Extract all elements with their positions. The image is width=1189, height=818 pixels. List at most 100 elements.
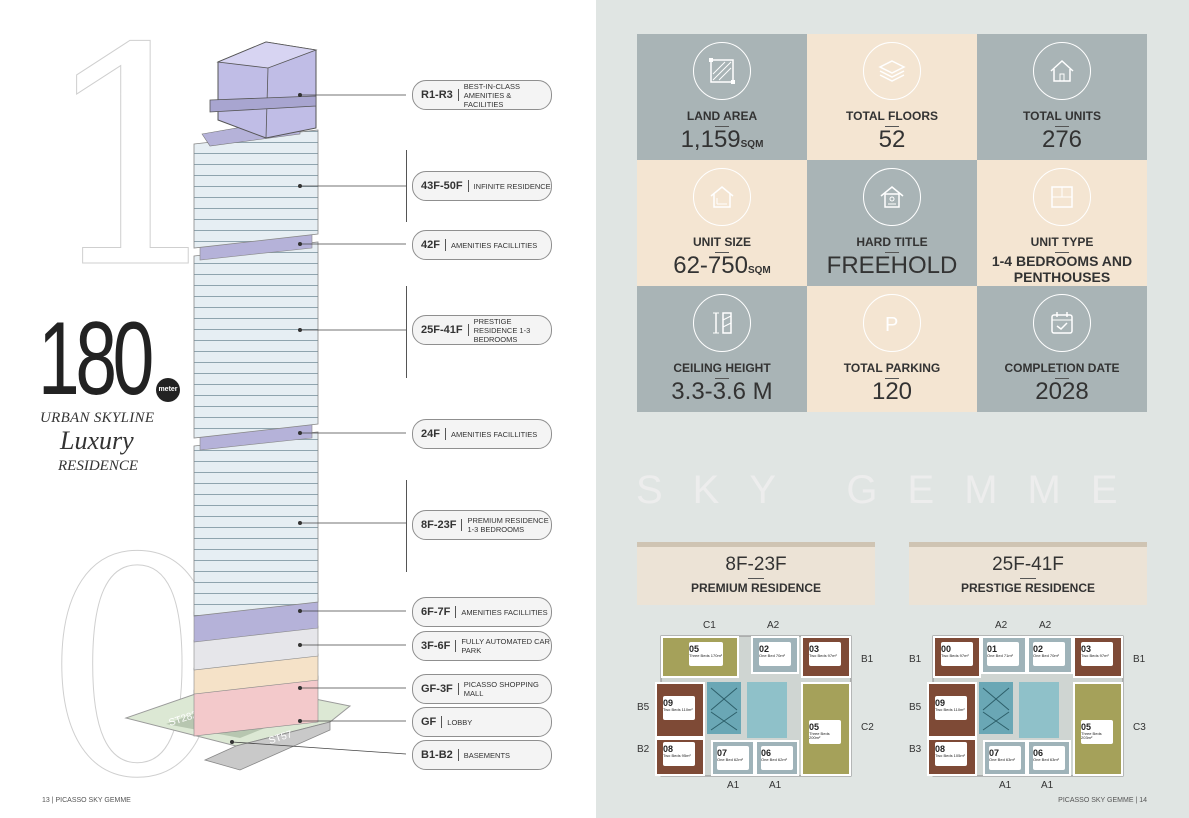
calendar-icon xyxy=(1033,294,1091,352)
floor-label-b1-b2: B1-B2 BASEMENTS xyxy=(412,740,552,770)
unit-number: 05 xyxy=(1081,722,1092,732)
unit-card: 08 Two Beds 95m² xyxy=(663,742,695,766)
unit-tag-c2: C2 xyxy=(861,722,874,733)
project-stats-grid: LAND AREA 1,159SQM TOTAL FLOORS 52 TOTAL… xyxy=(637,34,1147,412)
stat-label: CEILING HEIGHT xyxy=(673,361,771,375)
stat-value: 3.3-3.6 M xyxy=(671,378,773,405)
unit-tag-a2: A2 xyxy=(1039,620,1052,631)
floor-label-r1-r3: R1-R3 BEST-IN-CLASS AMENITIES & FACILITI… xyxy=(412,80,552,110)
stat-total-units: TOTAL UNITS 276 xyxy=(977,34,1147,160)
stat-value: 52 xyxy=(878,126,906,153)
unit-number: 02 xyxy=(1033,644,1044,654)
floor-desc: PREMIUM RESIDENCE 1-3 BEDROOMS xyxy=(467,516,549,534)
stat-value: 120 xyxy=(871,378,913,405)
stat-label: TOTAL FLOORS xyxy=(846,109,938,123)
unit-tag-b5: B5 xyxy=(637,702,650,713)
unit-number: 09 xyxy=(935,698,946,708)
unit-tag-b5: B5 xyxy=(909,702,922,713)
floor-desc: AMENITIES FACILLITIES xyxy=(450,429,538,439)
unit-number: 07 xyxy=(989,748,1000,758)
floor-label-gf-3f: GF-3F PICASSO SHOPPING MALL xyxy=(412,674,552,704)
unit-card: 05 Three Beds 200m² xyxy=(809,720,841,744)
unit-tag-a1: A1 xyxy=(727,780,740,791)
floor-desc: PICASSO SHOPPING MALL xyxy=(463,680,539,698)
unit-desc: One Bed 62m² xyxy=(761,757,788,762)
unit-size-icon xyxy=(693,168,751,226)
left-page: 1 0 180 meter URBAN SKYLINE Luxury RESID… xyxy=(38,9,552,818)
stat-label: HARD TITLE xyxy=(856,235,928,249)
unit-card: 06 One Bed 63m² xyxy=(1033,746,1065,770)
floor-desc: INFINITE RESIDENCE xyxy=(473,181,551,191)
stat-value: FREEHOLD xyxy=(826,252,958,279)
unit-desc: Three Beds 200m² xyxy=(809,731,830,741)
unit-card: 07 One Bed 62m² xyxy=(717,746,749,770)
unit-card: 03 Two Beds 97m² xyxy=(1081,642,1113,666)
unit-tag-a2: A2 xyxy=(995,620,1008,631)
ceiling-icon xyxy=(693,294,751,352)
plan-floors: 25F-41F xyxy=(992,554,1064,575)
floor-plan-prestige: 00 Two Beds 97m² 01 One Bed 71m² 02 One … xyxy=(909,616,1149,791)
floor-label-gf: GF LOBBY xyxy=(412,707,552,737)
stat-hard-title: HARD TITLE FREEHOLD xyxy=(807,160,977,286)
stat-label: LAND AREA xyxy=(686,109,758,123)
unit-tag-b1: B1 xyxy=(909,654,922,665)
unit-desc: Two Beds 95m² xyxy=(663,753,691,758)
floor-label-8f-23f: 8F-23F PREMIUM RESIDENCE 1-3 BEDROOMS xyxy=(412,510,552,540)
stat-number: 1,159 xyxy=(680,126,741,153)
stat-number: 62-750 xyxy=(673,252,748,279)
unit-number: 03 xyxy=(1081,644,1092,654)
floor-desc: LOBBY xyxy=(447,717,473,727)
tower-illustration: ST282 ST57 xyxy=(124,41,407,771)
floor-code: GF xyxy=(421,716,443,728)
stat-land-area: LAND AREA 1,159SQM xyxy=(637,34,807,160)
unit-number: 08 xyxy=(935,744,946,754)
unit-desc: Three Beds 203m² xyxy=(1081,731,1102,741)
unit-desc: Two Beds 97m² xyxy=(1081,653,1109,658)
unit-desc: One Bed 70m² xyxy=(1033,653,1060,658)
unit-tag-b3: B3 xyxy=(909,744,922,755)
unit-card: 06 One Bed 62m² xyxy=(761,746,793,770)
stat-unit: SQM xyxy=(747,265,771,276)
unit-card: 09 Two Beds 110m² xyxy=(935,696,967,720)
tagline-urban-skyline: URBAN SKYLINE xyxy=(40,410,155,426)
svg-text:P: P xyxy=(885,314,898,336)
unit-tag-b1: B1 xyxy=(861,654,874,665)
floor-desc: PRESTIGE RESIDENCE 1-3 BEDROOMS xyxy=(473,316,531,344)
floor-code: GF-3F xyxy=(421,683,459,695)
unit-card: 00 Two Beds 97m² xyxy=(941,642,973,666)
stat-unit-type: UNIT TYPE 1-4 BEDROOMS AND PENTHOUSES xyxy=(977,160,1147,286)
unit-number: 05 xyxy=(689,644,700,654)
floor-label-24f: 24F AMENITIES FACILLITIES xyxy=(412,419,552,449)
bracket-43f-50f xyxy=(406,150,407,222)
unit-desc: One Bed 63m² xyxy=(989,757,1016,762)
unit-desc: Two Beds 110m² xyxy=(935,707,965,712)
street-strip xyxy=(203,721,331,771)
floor-label-43f-50f: 43F-50F INFINITE RESIDENCE xyxy=(412,171,552,201)
stat-unit: SQM xyxy=(740,139,764,150)
plan-header-premium: 8F-23F PREMIUM RESIDENCE xyxy=(637,542,875,605)
stat-label: COMPLETION DATE xyxy=(1004,361,1120,375)
unit-tag-c1: C1 xyxy=(703,620,716,631)
floor-code: 25F-41F xyxy=(421,324,469,336)
unit-desc: One Bed 63m² xyxy=(1033,757,1060,762)
floor-code: 8F-23F xyxy=(421,519,463,531)
floor-code: 6F-7F xyxy=(421,606,457,618)
unit-card: 08 Two Beds 105m² xyxy=(935,742,967,766)
unit-number: 02 xyxy=(759,644,770,654)
floor-desc: AMENITIES FACILLITIES xyxy=(450,240,538,250)
unit-tag-a1: A1 xyxy=(999,780,1012,791)
unit-tag-a1: A1 xyxy=(769,780,782,791)
floor-label-42f: 42F AMENITIES FACILLITIES xyxy=(412,230,552,260)
unit-desc: Two Beds 97m² xyxy=(809,653,837,658)
unit-number: 00 xyxy=(941,644,952,654)
unit-number: 07 xyxy=(717,748,728,758)
unit-card: 05 Three Beds 203m² xyxy=(1081,720,1113,744)
unit-desc: One Bed 71m² xyxy=(987,653,1014,658)
parking-icon: P xyxy=(863,294,921,352)
unit-desc: One Bed 70m² xyxy=(759,653,786,658)
stat-value: 2028 xyxy=(1035,378,1089,405)
floors-icon xyxy=(863,42,921,100)
unit-card: 03 Two Beds 97m² xyxy=(809,642,841,666)
unit-card: 05 Three Beds 170m² xyxy=(689,642,723,666)
unit-number: 08 xyxy=(663,744,674,754)
